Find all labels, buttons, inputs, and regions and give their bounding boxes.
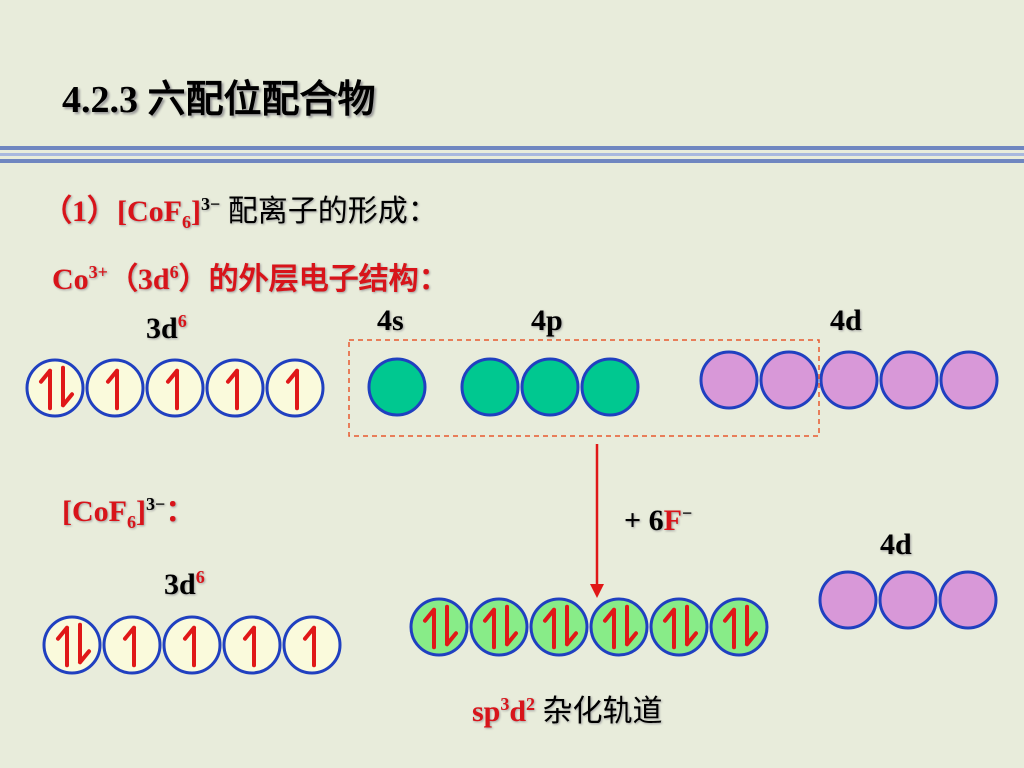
orbital-4d bbox=[818, 570, 878, 630]
orbital-4d bbox=[759, 350, 819, 410]
spin-up-arrow bbox=[123, 625, 136, 668]
arrow-head bbox=[590, 584, 604, 598]
spin-down-arrow bbox=[505, 604, 518, 647]
orbital-3d bbox=[145, 358, 205, 418]
orbital-group-sp3d2 bbox=[409, 597, 769, 657]
orbital-group-top-4d bbox=[699, 350, 999, 410]
label-bottom-4d: 4d bbox=[880, 528, 912, 561]
orbital-circle bbox=[460, 357, 520, 417]
orbital-group-bottom-4d bbox=[818, 570, 998, 630]
orbital-circle bbox=[699, 350, 759, 410]
orbital-circle bbox=[938, 570, 998, 630]
orbital-circle bbox=[520, 357, 580, 417]
orbital-4d bbox=[699, 350, 759, 410]
orbital-3d bbox=[42, 615, 102, 675]
spin-down-arrow bbox=[685, 604, 698, 647]
orbital-3d bbox=[162, 615, 222, 675]
orbital-circle bbox=[759, 350, 819, 410]
page-title: 4.2.3 六配位配合物 bbox=[62, 79, 376, 121]
spin-up-arrow bbox=[483, 607, 496, 650]
title-divider-light bbox=[0, 153, 1024, 156]
orbital-group-top-3d bbox=[25, 358, 325, 418]
heading-outer-electron-structure: Co3+（3d6）的外层电子结构： bbox=[52, 262, 449, 296]
spin-down-arrow bbox=[78, 622, 91, 665]
orbital-4p bbox=[460, 357, 520, 417]
label-hybrid-orbitals: sp3d2 杂化轨道 bbox=[472, 694, 663, 728]
label-4s: 4s bbox=[377, 304, 404, 337]
orbital-circle bbox=[709, 597, 769, 657]
label-bottom-3d: 3d6 bbox=[164, 567, 205, 601]
label-top-4d: 4d bbox=[830, 304, 862, 337]
spin-up-arrow bbox=[166, 368, 179, 411]
orbital-4d bbox=[938, 570, 998, 630]
spin-up-arrow bbox=[39, 368, 52, 411]
spin-up-arrow bbox=[56, 625, 69, 668]
orbital-sp3d2 bbox=[709, 597, 769, 657]
orbital-3d bbox=[222, 615, 282, 675]
orbital-circle bbox=[367, 357, 427, 417]
orbital-group-4p bbox=[460, 357, 640, 417]
spin-up-arrow bbox=[226, 368, 239, 411]
orbital-group-bottom-3d bbox=[42, 615, 342, 675]
spin-up-arrow bbox=[543, 607, 556, 650]
orbital-circle bbox=[580, 357, 640, 417]
orbital-circle bbox=[819, 350, 879, 410]
orbital-4d bbox=[878, 570, 938, 630]
orbital-circle bbox=[529, 597, 589, 657]
orbital-4d bbox=[879, 350, 939, 410]
orbital-sp3d2 bbox=[589, 597, 649, 657]
orbital-circle bbox=[42, 615, 102, 675]
orbital-4d bbox=[819, 350, 879, 410]
orbital-sp3d2 bbox=[529, 597, 589, 657]
orbital-3d bbox=[205, 358, 265, 418]
spin-up-arrow bbox=[243, 625, 256, 668]
spin-up-arrow bbox=[106, 368, 119, 411]
dashed-selection-box bbox=[348, 339, 820, 437]
label-top-3d: 3d6 bbox=[146, 311, 187, 345]
orbital-circle bbox=[469, 597, 529, 657]
orbital-circle bbox=[589, 597, 649, 657]
spin-up-arrow bbox=[423, 607, 436, 650]
spin-up-arrow bbox=[603, 607, 616, 650]
spin-down-arrow bbox=[565, 604, 578, 647]
spin-up-arrow bbox=[286, 368, 299, 411]
orbital-circle bbox=[939, 350, 999, 410]
orbital-4d bbox=[939, 350, 999, 410]
orbital-3d bbox=[265, 358, 325, 418]
orbital-4p bbox=[520, 357, 580, 417]
orbital-circle bbox=[878, 570, 938, 630]
reaction-arrow bbox=[590, 444, 604, 598]
orbital-circle bbox=[879, 350, 939, 410]
label-plus-fluoride: + 6F− bbox=[624, 503, 693, 537]
spin-up-arrow bbox=[663, 607, 676, 650]
orbital-sp3d2 bbox=[649, 597, 709, 657]
label-complex-ion: [CoF6]3−： bbox=[62, 494, 196, 532]
spin-up-arrow bbox=[183, 625, 196, 668]
spin-down-arrow bbox=[445, 604, 458, 647]
spin-down-arrow bbox=[745, 604, 758, 647]
spin-down-arrow bbox=[61, 365, 74, 408]
orbital-4s bbox=[367, 357, 427, 417]
spin-down-arrow bbox=[625, 604, 638, 647]
spin-up-arrow bbox=[303, 625, 316, 668]
spin-up-arrow bbox=[723, 607, 736, 650]
orbital-3d bbox=[102, 615, 162, 675]
orbital-circle bbox=[25, 358, 85, 418]
orbital-sp3d2 bbox=[409, 597, 469, 657]
orbital-circle bbox=[649, 597, 709, 657]
orbital-sp3d2 bbox=[469, 597, 529, 657]
label-4p: 4p bbox=[531, 304, 563, 337]
orbital-circle bbox=[409, 597, 469, 657]
orbital-group-4s bbox=[367, 357, 427, 417]
orbital-3d bbox=[85, 358, 145, 418]
orbital-circle bbox=[818, 570, 878, 630]
orbital-4p bbox=[580, 357, 640, 417]
title-divider-lower bbox=[0, 159, 1024, 163]
orbital-3d bbox=[282, 615, 342, 675]
heading-complex-formation: （1）[CoF6]3− 配离子的形成： bbox=[42, 194, 438, 232]
orbital-3d bbox=[25, 358, 85, 418]
title-divider bbox=[0, 146, 1024, 150]
